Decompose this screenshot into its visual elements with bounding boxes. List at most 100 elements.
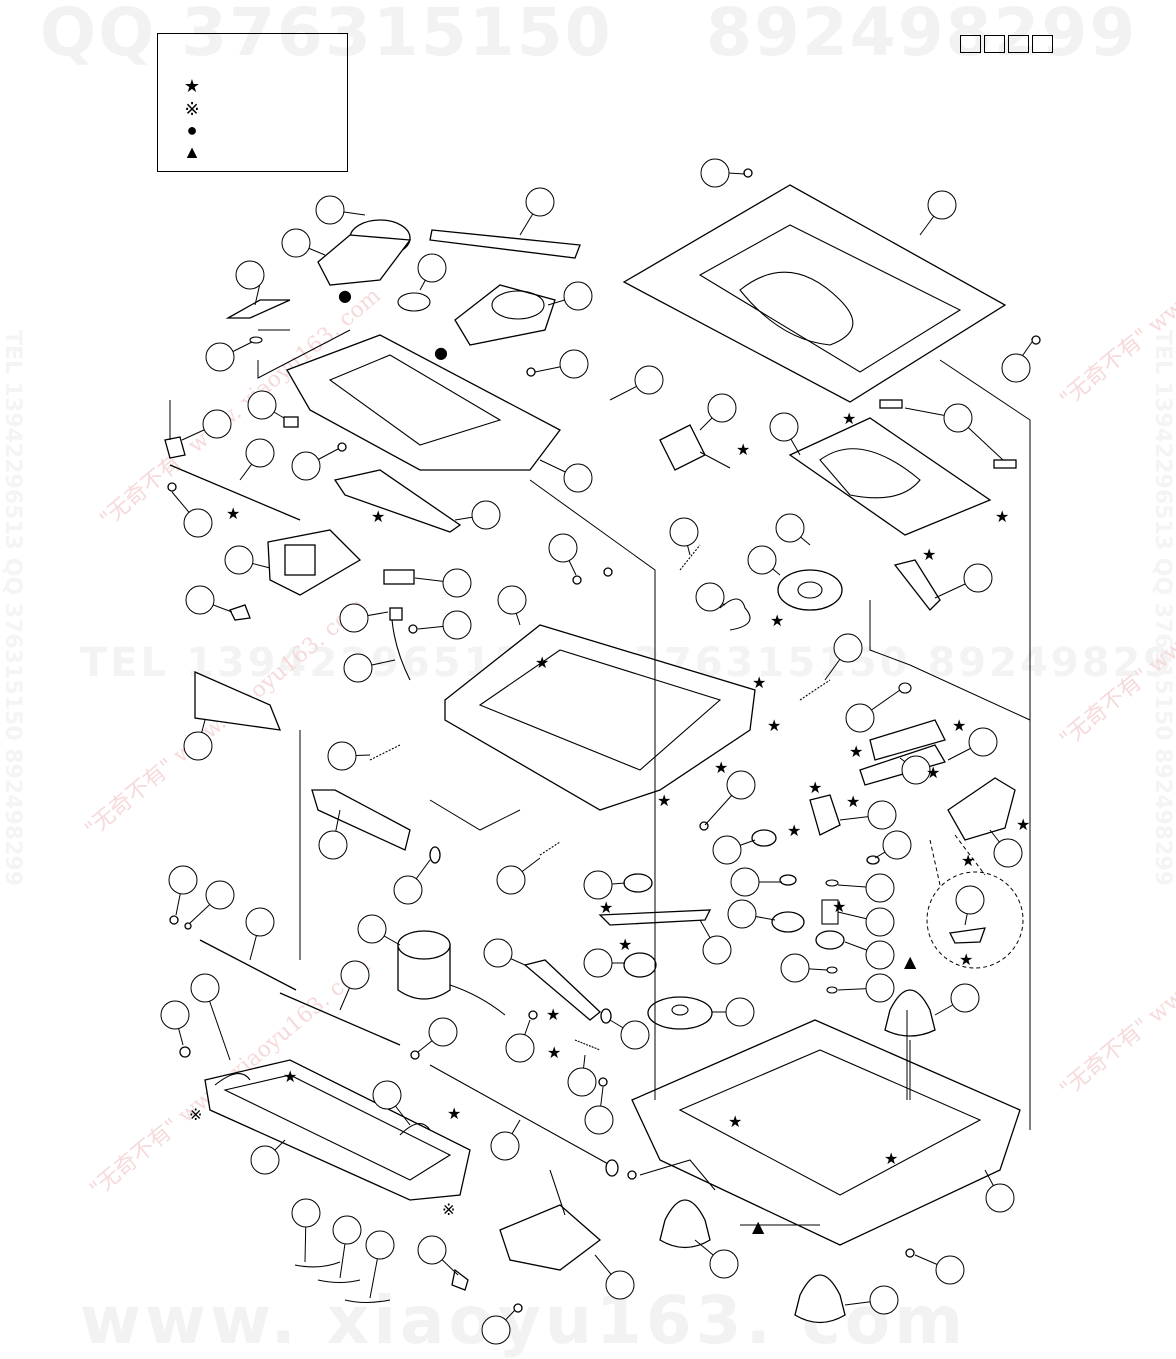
wire-part [294, 1261, 341, 1268]
star-marker: ★ [371, 507, 385, 526]
star-marker: ★ [226, 504, 240, 523]
turntable-bracket-part [317, 234, 412, 286]
star-marker: ★ [884, 1149, 898, 1168]
callout-bubble [669, 517, 699, 547]
spring-part [799, 679, 831, 701]
detail-circle [926, 871, 1024, 969]
callout-bubble [428, 1017, 458, 1047]
callout-bubble [695, 582, 725, 612]
ref-marker: ※ [442, 1200, 455, 1219]
spindle-motor-top [397, 930, 451, 960]
star-marker: ★ [714, 758, 728, 777]
callout-bubble [357, 914, 387, 944]
callout-bubble [202, 409, 232, 439]
bushing-part [600, 1008, 612, 1024]
callout-bubble [559, 349, 589, 379]
gear-part [623, 952, 657, 978]
legend-triangle-icon: ▲ [183, 142, 201, 162]
switch-part-small [389, 607, 403, 621]
leader-line [727, 172, 746, 175]
loader-frame-part [204, 1059, 471, 1201]
washer-part [825, 879, 839, 887]
callout-bubble [190, 973, 220, 1003]
callout-bubble [605, 1270, 635, 1300]
worm-bracket-part [523, 959, 601, 1021]
pad-part [879, 399, 903, 409]
pickup-clip-part [229, 604, 251, 621]
callout-bubble [865, 873, 895, 903]
switch-part [383, 569, 415, 585]
assembly-guide-line [939, 359, 1031, 1130]
side-cam-part [947, 777, 1016, 841]
symbol-legend: ★ ※ ● ▲ [157, 33, 348, 172]
assembly-guide-line [429, 799, 521, 831]
flat-cable-part [549, 1169, 566, 1216]
collar-part [866, 855, 880, 865]
upper-chassis-part [286, 334, 561, 471]
assembly-guide-line [869, 600, 1031, 721]
callout-bubble [943, 403, 973, 433]
star-marker: ★ [952, 716, 966, 735]
motor-worm-shaft [699, 451, 731, 469]
legend-star-icon: ★ [183, 76, 201, 96]
callout-bubble [481, 1315, 511, 1345]
spindle-motor-part [397, 944, 451, 1000]
callout-bubble [955, 885, 985, 915]
callout-bubble [993, 838, 1023, 868]
callout-bubble [471, 500, 501, 530]
insulator-part [794, 1274, 846, 1324]
torsion-spring-part [719, 598, 751, 631]
roller-gear-part [605, 1159, 619, 1177]
callout-bubble [707, 393, 737, 423]
assembly-guide-line [529, 479, 656, 1100]
callout-bubble [205, 880, 235, 910]
callout-bubble [865, 940, 895, 970]
callout-bubble [702, 935, 732, 965]
callout-bubble [882, 830, 912, 860]
disc-clamp-part [777, 569, 843, 611]
callout-bubble [372, 1080, 402, 1110]
callout-bubble [725, 997, 755, 1027]
guide-shaft-part [169, 464, 301, 521]
star-marker: ★ [736, 440, 750, 459]
callout-bubble [567, 1067, 597, 1097]
callout-bubble [563, 463, 593, 493]
callout-bubble [865, 907, 895, 937]
wire-part [317, 1279, 361, 1284]
callout-bubble [583, 870, 613, 900]
diagram-parts [164, 168, 1041, 1324]
gear-plate-part [454, 284, 556, 346]
drive-belt-part [397, 292, 431, 312]
star-marker: ★ [657, 791, 671, 810]
gear-part [751, 829, 777, 847]
roller-part [199, 939, 297, 991]
callout-bubble [417, 253, 447, 283]
callout-bubble [205, 342, 235, 372]
callout-bubble [224, 545, 254, 575]
callout-bubble [963, 563, 993, 593]
callout-bubble [315, 195, 345, 225]
star-marker: ★ [535, 653, 549, 672]
callout-bubble [235, 260, 265, 290]
washer-part [184, 922, 192, 930]
star-marker: ★ [599, 898, 613, 917]
callout-bubble [950, 983, 980, 1013]
cushion-part [283, 416, 299, 428]
callout-bubble [250, 1145, 280, 1175]
lever-spring-part [399, 1123, 431, 1136]
top-cover-inner [739, 271, 854, 346]
washer-part [826, 986, 838, 994]
top-cover-part [622, 184, 1007, 403]
page-box [1032, 35, 1053, 53]
screw-part [627, 1170, 637, 1180]
gear-plate-gear [491, 290, 545, 320]
callout-bubble [845, 703, 875, 733]
assembly-guide-line [257, 329, 351, 379]
left-slider-part [311, 789, 411, 851]
star-marker: ★ [1016, 815, 1030, 834]
dot-marker: ● [434, 343, 448, 362]
callout-bubble [332, 1215, 362, 1245]
callout-bubble [245, 438, 275, 468]
callout-bubble [339, 603, 369, 633]
